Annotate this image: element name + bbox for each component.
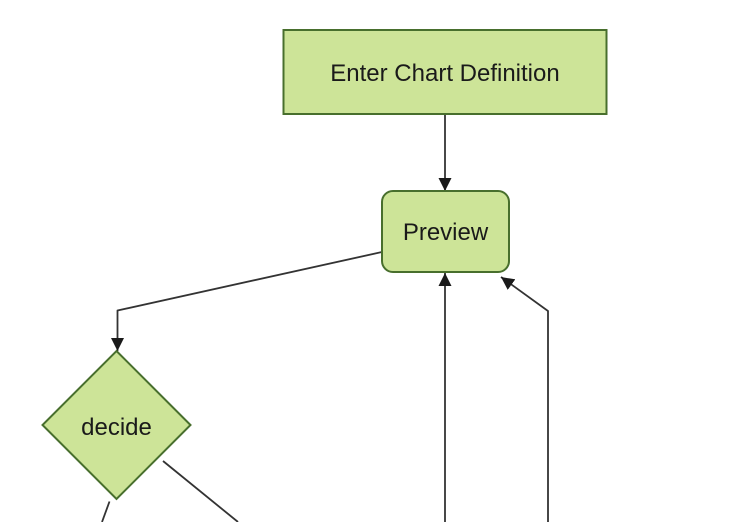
node-decide-shape [41, 349, 192, 501]
node-enter-chart-definition-shape [282, 29, 608, 115]
node-decide: decide [41, 349, 192, 501]
node-label-enter-chart-definition: Enter Chart Definition [330, 60, 559, 87]
edge-preview-to-decide [111, 251, 383, 351]
node-label-decide: decide [81, 414, 152, 441]
node-label-preview: Preview [403, 219, 489, 246]
edge-return-to-preview-corner [500, 276, 549, 522]
node-preview: Preview [381, 190, 510, 273]
edge-decide-out-bottom-right [162, 460, 239, 522]
edge-decide-out-bottom-left [101, 501, 111, 522]
node-enter-chart-definition: Enter Chart Definition [282, 29, 608, 115]
node-preview-shape [381, 190, 510, 273]
